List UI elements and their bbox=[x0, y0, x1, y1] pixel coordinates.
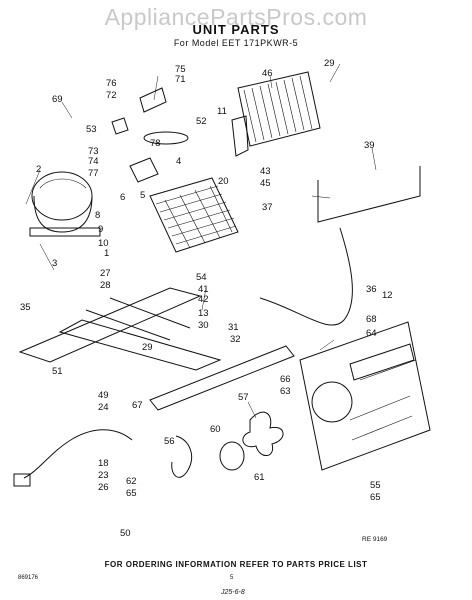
callout-32: 32 bbox=[230, 334, 241, 345]
callout-27: 27 bbox=[100, 268, 111, 279]
callout-35: 35 bbox=[20, 302, 31, 313]
compressor bbox=[29, 171, 101, 237]
callout-76: 76 bbox=[106, 78, 117, 89]
callout-9: 9 bbox=[98, 224, 103, 235]
watermark-text: AppliancePartsPros.com bbox=[104, 4, 368, 30]
callout-8: 8 bbox=[95, 210, 100, 221]
callout-56: 56 bbox=[164, 436, 175, 447]
callout-45: 45 bbox=[260, 178, 271, 189]
callout-36: 36 bbox=[366, 284, 377, 295]
bottom-code: J25-6-8 bbox=[221, 589, 245, 596]
callout-12: 12 bbox=[382, 290, 393, 301]
capillary-tube bbox=[259, 166, 421, 326]
base-frame bbox=[18, 287, 295, 411]
document-code: 869176 bbox=[18, 575, 39, 581]
callout-65-right: 65 bbox=[370, 492, 381, 503]
callout-4: 4 bbox=[176, 156, 181, 167]
page-number: 5 bbox=[230, 575, 234, 581]
callout-53: 53 bbox=[86, 124, 97, 135]
callout-5: 5 bbox=[140, 190, 145, 201]
callout-57: 57 bbox=[238, 392, 249, 403]
callout-62: 62 bbox=[126, 476, 137, 487]
callout-49: 49 bbox=[98, 390, 109, 401]
callout-52: 52 bbox=[196, 116, 207, 127]
callout-60: 60 bbox=[210, 424, 221, 435]
callout-20: 20 bbox=[218, 176, 229, 187]
callout-78: 78 bbox=[150, 138, 161, 149]
condenser-coil bbox=[231, 71, 321, 157]
fan-motor bbox=[171, 411, 284, 478]
page-title: UNIT PARTS bbox=[192, 22, 280, 37]
ordering-note: FOR ORDERING INFORMATION REFER TO PARTS … bbox=[104, 560, 368, 569]
callout-74: 74 bbox=[88, 156, 99, 167]
callout-54: 54 bbox=[196, 272, 207, 283]
callout-68: 68 bbox=[366, 314, 377, 325]
callout-39: 39 bbox=[364, 140, 375, 151]
callout-11: 11 bbox=[217, 106, 227, 117]
callout-30: 30 bbox=[198, 320, 209, 331]
fan-shroud bbox=[299, 321, 431, 471]
callout-63: 63 bbox=[280, 386, 291, 397]
callout-51: 51 bbox=[52, 366, 63, 377]
callout-13: 13 bbox=[198, 308, 209, 319]
callout-26: 26 bbox=[98, 482, 109, 493]
power-cord bbox=[13, 429, 133, 487]
leader-lines bbox=[25, 63, 377, 419]
model-subtitle: For Model EET 171PKWR-5 bbox=[173, 38, 299, 48]
callout-75: 75 bbox=[175, 64, 186, 75]
callout-41: 41 bbox=[198, 284, 209, 295]
callout-6: 6 bbox=[120, 192, 125, 203]
ref-code: RE 9169 bbox=[362, 536, 388, 543]
callout-69: 69 bbox=[52, 94, 63, 105]
callout-3: 3 bbox=[52, 258, 57, 269]
callout-72: 72 bbox=[106, 90, 117, 101]
callout-18: 18 bbox=[98, 458, 109, 469]
callout-50: 50 bbox=[120, 528, 131, 539]
callout-24: 24 bbox=[98, 402, 109, 413]
callout-10: 10 bbox=[98, 238, 109, 249]
callout-23: 23 bbox=[98, 470, 109, 481]
callout-37: 37 bbox=[262, 202, 273, 213]
callout-46: 46 bbox=[262, 68, 273, 79]
callout-28: 28 bbox=[100, 280, 111, 291]
callout-29-frame: 29 bbox=[142, 342, 153, 353]
callout-64: 64 bbox=[366, 328, 377, 339]
callout-43: 43 bbox=[260, 166, 271, 177]
callout-71: 71 bbox=[175, 74, 186, 85]
callout-65-left: 65 bbox=[126, 488, 137, 499]
callout-61: 61 bbox=[254, 472, 265, 483]
callout-29-top: 29 bbox=[324, 58, 335, 69]
callout-77: 77 bbox=[88, 168, 99, 179]
callout-1: 1 bbox=[104, 248, 109, 259]
relay-cluster bbox=[111, 87, 189, 183]
callout-31: 31 bbox=[228, 322, 239, 333]
callout-67: 67 bbox=[132, 400, 143, 411]
callout-2: 2 bbox=[36, 164, 41, 175]
callout-66: 66 bbox=[280, 374, 291, 385]
evaporator-coil bbox=[149, 177, 239, 253]
callout-73: 73 bbox=[88, 146, 99, 157]
callout-55: 55 bbox=[370, 480, 381, 491]
callout-labels: 75 71 76 72 46 29 69 11 52 53 73 74 77 7… bbox=[20, 58, 393, 539]
callout-42: 42 bbox=[198, 294, 209, 305]
